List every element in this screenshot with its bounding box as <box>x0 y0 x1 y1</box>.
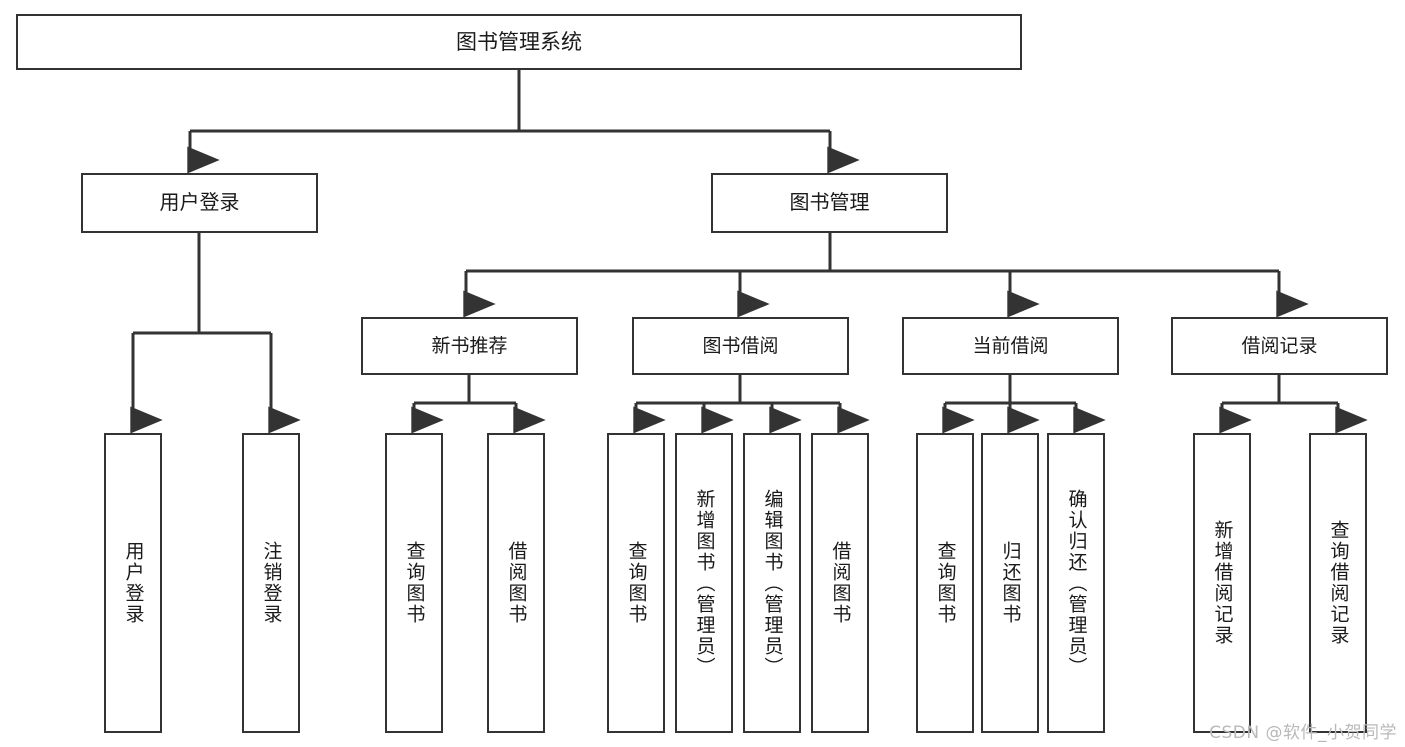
leaf-add-borrow-record[interactable]: 新增借阅记录 <box>1193 433 1251 733</box>
leaf-query-book-current[interactable]: 查询图书 <box>916 433 974 733</box>
node-label: 借阅图书 <box>505 541 528 625</box>
leaf-query-book-borrow[interactable]: 查询图书 <box>607 433 665 733</box>
node-label: 新增图书（管理员） <box>693 488 716 678</box>
node-label: 图书借阅 <box>702 334 779 357</box>
node-label: 用户登录 <box>122 541 145 625</box>
node-new-book-recommend[interactable]: 新书推荐 <box>361 317 578 375</box>
node-user-login[interactable]: 用户登录 <box>81 173 318 233</box>
node-label: 新增借阅记录 <box>1211 520 1234 646</box>
node-label: 借阅记录 <box>1241 334 1318 357</box>
leaf-add-book-admin[interactable]: 新增图书（管理员） <box>675 433 733 733</box>
node-current-borrow[interactable]: 当前借阅 <box>902 317 1119 375</box>
node-label: 归还图书 <box>999 541 1022 625</box>
csdn-watermark: CSDN @软件_小贺同学 <box>1209 723 1397 743</box>
node-label: 用户登录 <box>159 190 240 215</box>
leaf-user-login[interactable]: 用户登录 <box>104 433 162 733</box>
node-label: 编辑图书（管理员） <box>761 488 784 678</box>
leaf-borrow-book[interactable]: 借阅图书 <box>811 433 869 733</box>
node-book-borrow[interactable]: 图书借阅 <box>632 317 849 375</box>
node-label: 查询图书 <box>934 541 957 625</box>
node-label: 新书推荐 <box>431 334 508 357</box>
node-label: 注销登录 <box>260 541 283 625</box>
node-label: 图书管理 <box>789 190 870 215</box>
node-label: 查询图书 <box>403 541 426 625</box>
node-label: 借阅图书 <box>829 541 852 625</box>
node-label: 查询图书 <box>625 541 648 625</box>
leaf-borrow-book-newbook[interactable]: 借阅图书 <box>487 433 545 733</box>
leaf-query-borrow-record[interactable]: 查询借阅记录 <box>1309 433 1367 733</box>
node-label: 查询借阅记录 <box>1327 520 1350 646</box>
node-book-management[interactable]: 图书管理 <box>711 173 948 233</box>
node-label: 当前借阅 <box>972 334 1049 357</box>
node-label: 图书管理系统 <box>456 29 582 54</box>
node-borrow-record[interactable]: 借阅记录 <box>1171 317 1388 375</box>
leaf-return-book[interactable]: 归还图书 <box>981 433 1039 733</box>
leaf-edit-book-admin[interactable]: 编辑图书（管理员） <box>743 433 801 733</box>
leaf-logout[interactable]: 注销登录 <box>242 433 300 733</box>
node-label: 确认归还（管理员） <box>1065 488 1088 678</box>
leaf-query-book-newbook[interactable]: 查询图书 <box>385 433 443 733</box>
node-root-system[interactable]: 图书管理系统 <box>16 14 1022 70</box>
leaf-confirm-return-admin[interactable]: 确认归还（管理员） <box>1047 433 1105 733</box>
